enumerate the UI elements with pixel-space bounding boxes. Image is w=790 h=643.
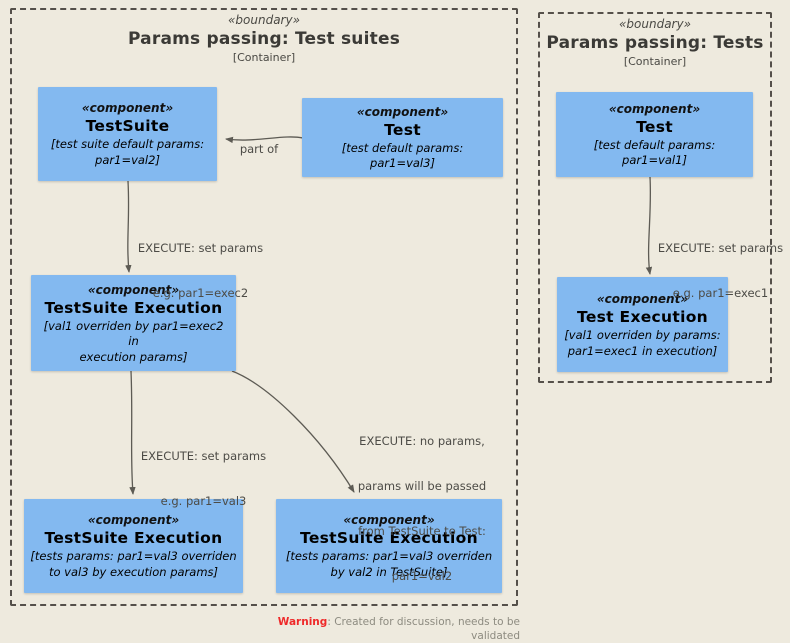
- component-testsuite-execution-bottom-left-note-line1: [tests params: par1=val3 overriden: [30, 549, 237, 563]
- boundary-test-suites-header: «boundary» Params passing: Test suites […: [10, 13, 518, 65]
- component-test-execution-name: Test Execution: [577, 307, 708, 326]
- component-test-right-stereotype: «component»: [608, 102, 701, 116]
- component-test-right[interactable]: «component» Test [test default params: p…: [556, 92, 753, 177]
- component-test-right-note-line1: [test default params: par1=val1]: [593, 138, 716, 167]
- edge-label-execute-exec1-line1: EXECUTE: set params: [657, 241, 784, 255]
- component-testsuite-execution-main-stereotype: «component»: [87, 282, 180, 297]
- component-test-right-name: Test: [636, 118, 673, 136]
- footer-warning-label: Warning: [277, 616, 328, 628]
- component-testsuite-execution-bottom-right-note-line2: by val2 in TestSuite]: [330, 565, 448, 579]
- component-testsuite-execution-bottom-left-note-line2: to val3 by execution params]: [48, 565, 219, 579]
- boundary-tests: [538, 12, 772, 383]
- footer-warning: Warning: Created for discussion, needs t…: [230, 615, 520, 643]
- boundary-test-suites-stereotype: «boundary»: [228, 13, 300, 27]
- component-testsuite[interactable]: «component» TestSuite [test suite defaul…: [38, 87, 217, 181]
- component-testsuite-stereotype: «component»: [81, 101, 174, 115]
- component-testsuite-execution-main-note-line2: execution params]: [79, 349, 188, 364]
- component-test-left[interactable]: «component» Test [test default params: p…: [302, 98, 503, 177]
- edge-label-execute-no-params-line4: par1=val2: [391, 569, 453, 583]
- edge-label-execute-exec2: EXECUTE: set params e.g. par1=exec2: [128, 211, 273, 331]
- edge-label-execute-val3-line1: EXECUTE: set params: [140, 449, 267, 463]
- component-test-left-note-line1: [test default params: par1=val3]: [341, 141, 464, 170]
- component-testsuite-execution-main[interactable]: «component» TestSuite Execution [val1 ov…: [31, 275, 236, 371]
- component-testsuite-execution-bottom-right-note-line1: [tests params: par1=val3 overriden: [285, 549, 493, 563]
- edge-label-execute-val3: EXECUTE: set params e.g. par1=val3: [131, 419, 276, 539]
- component-test-execution[interactable]: «component» Test Execution [val1 overrid…: [557, 277, 728, 372]
- edge-label-execute-no-params: EXECUTE: no params, params will be passe…: [338, 404, 506, 614]
- edge-label-execute-no-params-line1: EXECUTE: no params,: [359, 434, 485, 448]
- boundary-tests-subtitle: [Container]: [623, 55, 687, 68]
- component-testsuite-execution-bottom-right-stereotype: «component»: [343, 513, 435, 527]
- footer-warning-text: : Created for discussion, needs to be va…: [327, 616, 520, 642]
- edge-label-execute-val3-line2: e.g. par1=val3: [160, 494, 247, 508]
- boundary-tests-title: Params passing: Tests: [546, 33, 764, 53]
- edge-label-part-of-text: part of: [239, 142, 279, 156]
- boundary-tests-header: «boundary» Params passing: Tests [Contai…: [538, 17, 772, 69]
- component-test-execution-stereotype: «component»: [596, 291, 689, 306]
- edge-label-execute-no-params-line2: params will be passed: [357, 479, 487, 493]
- edge-label-execute-exec1: EXECUTE: set params e.g. par1=exec1: [648, 211, 790, 331]
- boundary-tests-stereotype: «boundary»: [619, 17, 691, 31]
- component-testsuite-note-line2: par1=val2]: [95, 153, 160, 167]
- component-testsuite-execution-bottom-right-name: TestSuite Execution: [300, 529, 478, 547]
- component-testsuite-name: TestSuite: [85, 117, 170, 135]
- component-testsuite-execution-bottom-left[interactable]: «component» TestSuite Execution [tests p…: [24, 499, 243, 593]
- edge-label-execute-exec2-line2: e.g. par1=exec2: [152, 286, 249, 300]
- component-testsuite-note-line1: [test suite default params:: [50, 137, 205, 151]
- boundary-test-suites: [10, 8, 518, 606]
- boundary-test-suites-subtitle: [Container]: [232, 51, 296, 64]
- edge-label-execute-exec1-line2: e.g. par1=exec1: [672, 286, 769, 300]
- component-testsuite-execution-bottom-right[interactable]: «component» TestSuite Execution [tests p…: [276, 499, 502, 593]
- component-test-left-name: Test: [384, 121, 421, 139]
- component-testsuite-execution-bottom-left-stereotype: «component»: [87, 513, 180, 527]
- component-test-execution-note-line2: par1=exec1 in execution]: [567, 343, 718, 358]
- component-test-execution-note-line1: [val1 overriden by params:: [564, 327, 721, 342]
- edge-label-part-of: part of: [230, 112, 288, 187]
- component-testsuite-execution-bottom-left-name: TestSuite Execution: [44, 529, 223, 547]
- component-test-left-stereotype: «component»: [356, 105, 449, 119]
- component-testsuite-execution-main-note-line1: [val1 overriden by par1=exec2 in: [43, 318, 224, 348]
- edge-label-execute-exec2-line1: EXECUTE: set params: [137, 241, 264, 255]
- boundary-test-suites-title: Params passing: Test suites: [127, 29, 401, 49]
- edge-label-execute-no-params-line3: from TestSuite to Test:: [358, 524, 486, 538]
- component-testsuite-execution-main-name: TestSuite Execution: [44, 298, 223, 317]
